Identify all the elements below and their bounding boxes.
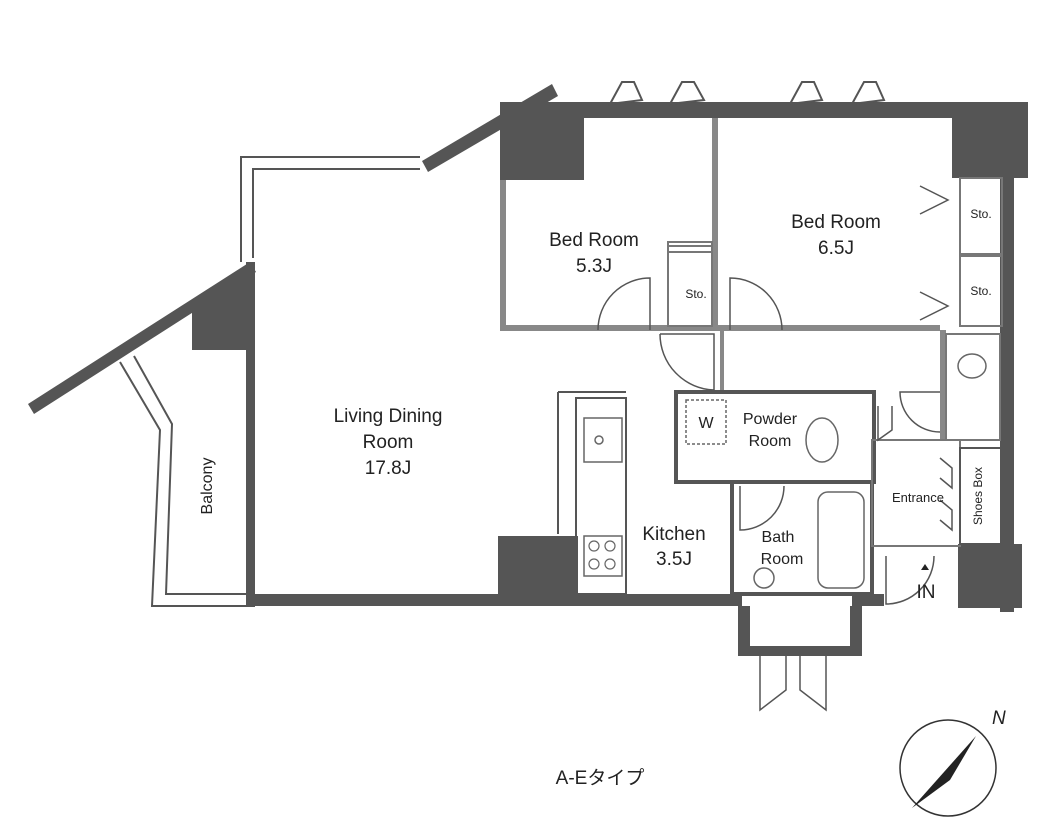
powder-name-2: Room xyxy=(749,433,792,450)
in-label: IN xyxy=(917,582,936,603)
room-labels: Living Dining Room 17.8J Bed Room 5.3J B… xyxy=(199,207,992,789)
interior-walls xyxy=(500,118,1003,596)
shoes-box-label: Shoes Box xyxy=(971,467,985,525)
bedroom1-name: Bed Room xyxy=(549,230,639,251)
storage-label-bed1: Sto. xyxy=(685,287,706,301)
exterior-walls xyxy=(28,84,1028,656)
entry-arrow-icon xyxy=(921,564,929,570)
living-name-1: Living Dining xyxy=(334,406,443,427)
powder-name-1: Powder xyxy=(743,411,798,428)
bath-name-1: Bath xyxy=(762,529,795,546)
bay-window xyxy=(240,156,420,262)
fixtures xyxy=(583,353,987,589)
washer-label: W xyxy=(698,415,714,432)
north-windows xyxy=(608,81,886,106)
balcony-label: Balcony xyxy=(199,458,216,515)
unit-type-label: A-Eタイプ xyxy=(556,767,645,789)
doors xyxy=(597,185,953,712)
bath-name-2: Room xyxy=(761,551,804,568)
storage-label-top: Sto. xyxy=(970,207,991,221)
bedroom1-size: 5.3J xyxy=(576,256,612,277)
kitchen-name: Kitchen xyxy=(642,524,705,545)
north-label: N xyxy=(992,708,1006,729)
entrance-label: Entrance xyxy=(892,490,944,505)
balcony-area xyxy=(119,355,246,607)
storage-label-bottom: Sto. xyxy=(970,284,991,298)
kitchen-size: 3.5J xyxy=(656,549,692,570)
bedroom2-size: 6.5J xyxy=(818,238,854,259)
living-size: 17.8J xyxy=(365,458,411,479)
north-compass-icon: N xyxy=(899,708,1006,817)
living-name-2: Room xyxy=(363,432,414,453)
bedroom2-name: Bed Room xyxy=(791,212,881,233)
